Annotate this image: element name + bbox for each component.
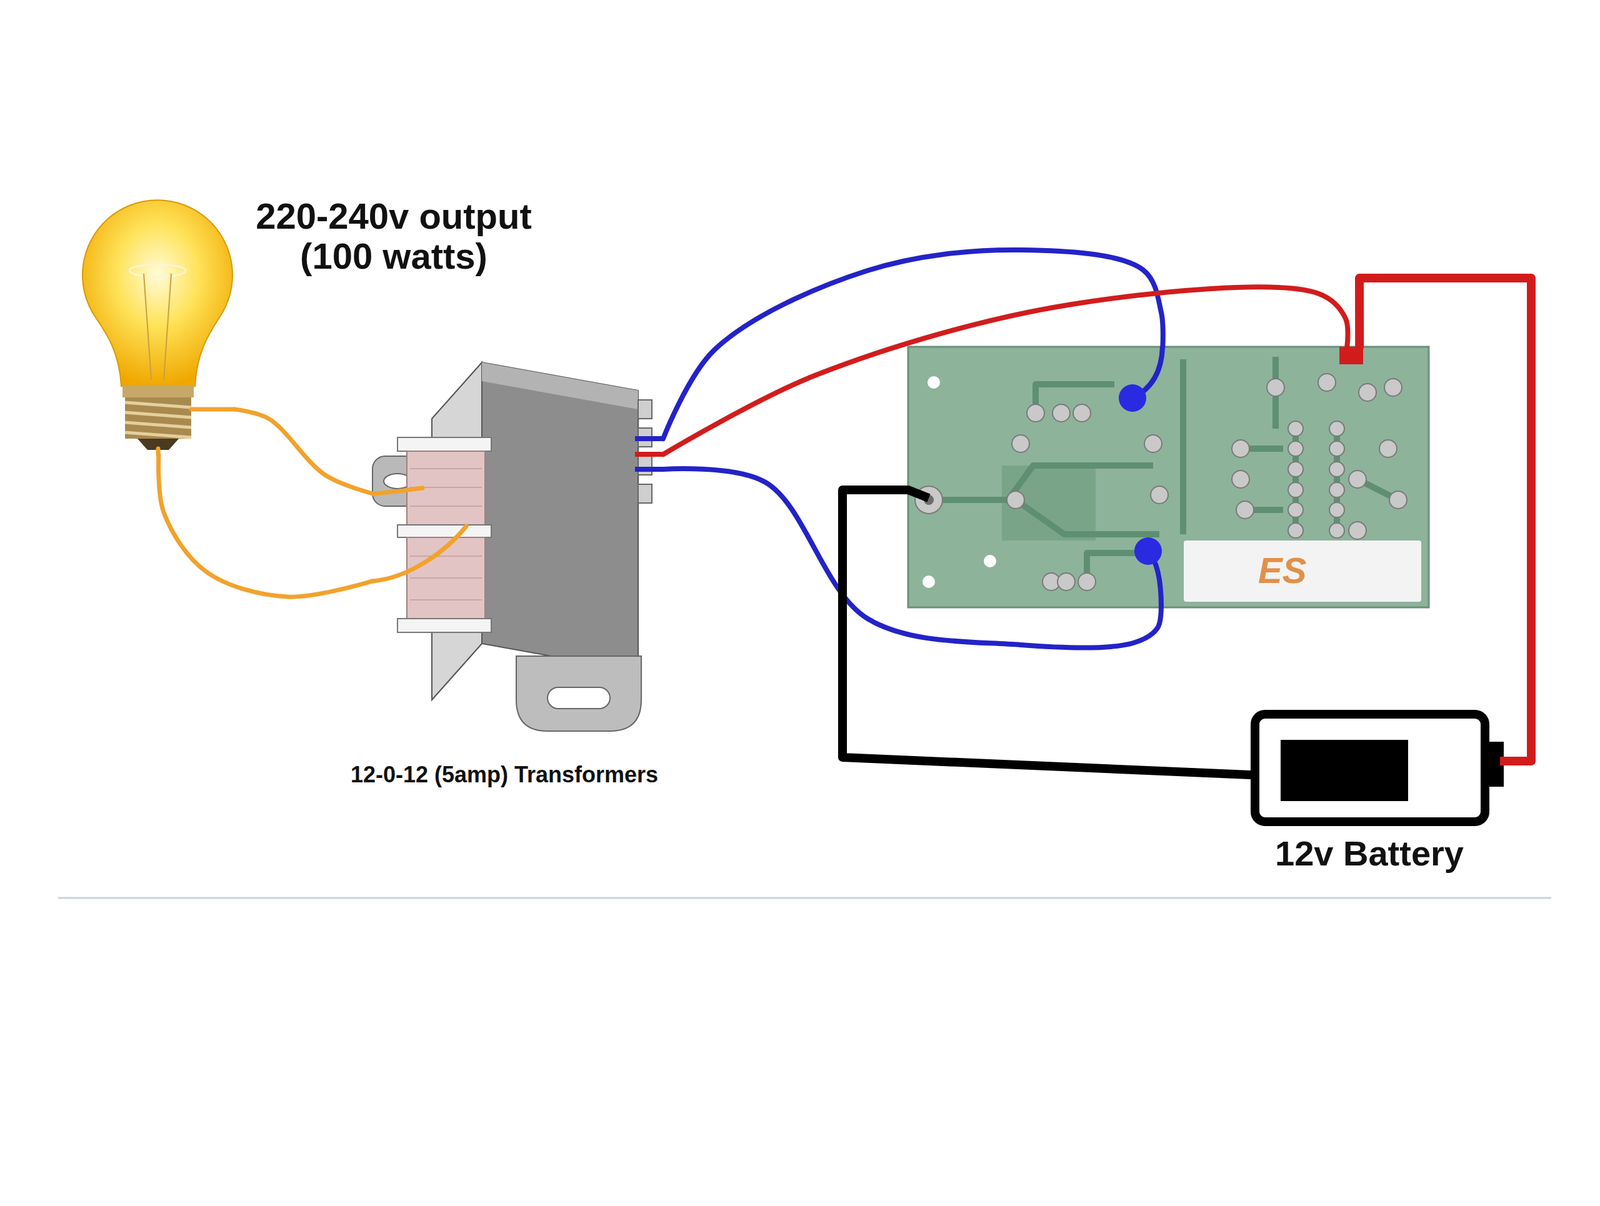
solder-pad — [1329, 502, 1345, 518]
solder-pad — [1318, 373, 1336, 392]
solder-pad — [1266, 378, 1285, 397]
wire — [234, 409, 373, 494]
solder-pad — [1073, 404, 1091, 422]
solder-pad — [1329, 523, 1345, 539]
divider-rule — [58, 897, 1552, 900]
wire-stub — [158, 409, 235, 455]
solder-pad — [1006, 491, 1025, 509]
solder-pad — [1288, 441, 1304, 457]
mount-hole — [922, 575, 935, 589]
solder-joint — [1134, 537, 1162, 565]
solder-pad — [1057, 573, 1075, 591]
solder-pad — [1288, 461, 1304, 477]
solder-pad — [1288, 421, 1304, 437]
battery-label: 12v Battery — [1275, 834, 1464, 874]
wire — [842, 490, 1250, 775]
solder-pad — [1348, 521, 1367, 540]
solder-pad — [1236, 501, 1254, 519]
bulb-symbol — [82, 200, 235, 455]
light-bulb: 220-240v output (100 watts) — [81, 198, 235, 455]
wire-stub — [635, 451, 664, 457]
solder-pad — [1144, 435, 1162, 453]
solder-pad — [1348, 470, 1367, 489]
bobbin-flange — [397, 437, 492, 452]
battery: 12v Battery — [1250, 709, 1510, 827]
mount-slot — [547, 687, 610, 709]
solder-pad — [1078, 573, 1096, 591]
transformer-label: 12-0-12 (5amp) Transformers — [350, 762, 659, 788]
wire-stub — [372, 488, 423, 494]
bulb-thread — [125, 402, 192, 438]
solder-pad — [1288, 523, 1304, 539]
solder-pad — [1026, 404, 1045, 422]
solder-pad — [1379, 440, 1397, 458]
mount-bracket — [516, 656, 642, 732]
bulb-base — [125, 397, 192, 439]
transformer-symbol — [372, 362, 664, 732]
solder-pad — [1329, 441, 1345, 457]
terminal-tab — [638, 484, 652, 504]
solder-pad — [1329, 482, 1345, 498]
bulb-collar — [122, 385, 194, 398]
solder-pad — [1150, 486, 1169, 504]
solder-pad — [1389, 491, 1407, 509]
battery-charge — [1280, 740, 1409, 802]
wire — [1359, 278, 1532, 762]
wire — [663, 468, 1162, 648]
bulb-stem — [143, 273, 172, 380]
circuit-board: ES — [908, 346, 1429, 608]
solder-pad — [1329, 461, 1345, 477]
wire — [158, 455, 373, 597]
solder-joint — [1118, 384, 1147, 412]
bulb-filament — [129, 264, 186, 277]
circuit-board-symbol — [908, 346, 1429, 608]
wire-stub — [635, 466, 664, 472]
battery-symbol — [1255, 714, 1510, 822]
solder-pad — [1384, 378, 1402, 397]
mount-hole — [927, 376, 940, 389]
bulb-label: 220-240v output (100 watts) — [225, 196, 563, 277]
wire-stub — [635, 436, 664, 442]
wire-stub — [372, 526, 467, 582]
transformer: 12-0-12 (5amp) Transformers — [372, 362, 664, 735]
board-sticker — [1183, 540, 1422, 602]
solder-pad — [1288, 502, 1304, 518]
bobbin-flange — [397, 618, 492, 633]
solder-pad — [1052, 404, 1070, 422]
wire — [663, 286, 1349, 455]
board-logo: ES — [1258, 550, 1307, 591]
terminal-tab — [638, 456, 652, 475]
battery-case — [1255, 714, 1485, 822]
solder-pad — [1231, 440, 1250, 458]
solder-pad — [1011, 435, 1030, 453]
terminal-tab — [638, 400, 652, 419]
core-edge — [481, 362, 639, 410]
mount-hole — [983, 555, 997, 568]
bobbin-flange — [397, 525, 492, 538]
solder-pad — [1358, 383, 1377, 402]
copper-area — [1001, 465, 1096, 541]
core-front — [481, 362, 639, 672]
board — [908, 346, 1429, 608]
solder-pad — [1288, 482, 1304, 498]
bulb-glass — [82, 200, 233, 387]
solder-pad — [1231, 470, 1250, 489]
solder-pad — [1329, 421, 1345, 437]
